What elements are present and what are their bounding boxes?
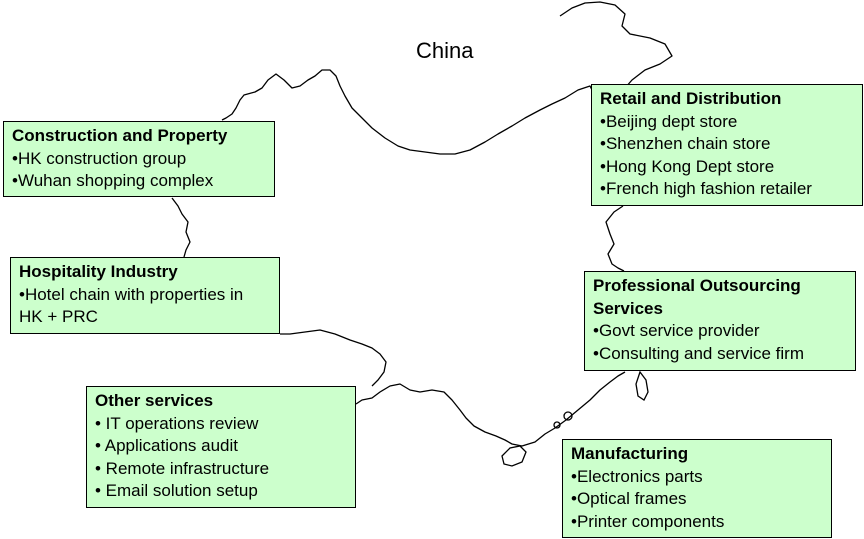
taiwan-island: [635, 370, 649, 401]
list-item: •Consulting and service firm: [593, 343, 804, 363]
construction-property-box: Construction and Property •HK constructi…: [3, 121, 275, 197]
list-item: •Shenzhen chain store: [600, 134, 771, 153]
hospitality-industry-box: Hospitality Industry •Hotel chain with p…: [10, 257, 280, 334]
manufacturing-box: Manufacturing •Electronics parts •Optica…: [562, 439, 832, 538]
list-item: • Email solution setup: [95, 481, 258, 500]
list-item: •HK construction group: [12, 148, 187, 168]
china-border-east: [605, 205, 625, 272]
list-item: • IT operations review: [95, 413, 259, 433]
hong-kong-island: [563, 411, 573, 421]
china-border-path: [221, 1, 673, 155]
professional-outsourcing-box: Professional Outsourcing Services •Govt …: [584, 271, 856, 371]
china-border-south: [355, 371, 626, 447]
list-item: •Optical frames: [571, 489, 687, 508]
box-title: Retail and Distribution: [600, 89, 782, 108]
list-item: •Hotel chain with properties in HK + PRC: [19, 284, 244, 327]
china-border-west: [171, 197, 191, 258]
list-item: •Electronics parts: [571, 466, 703, 486]
map-title: China: [416, 38, 474, 63]
box-title: Construction and Property: [12, 126, 228, 145]
list-item: • Remote infrastructure: [95, 458, 270, 478]
box-title: Manufacturing: [571, 444, 689, 463]
box-title: Other services: [95, 391, 214, 410]
china-border-southwest: [280, 329, 387, 387]
other-services-box: Other services • IT operations review • …: [86, 386, 356, 508]
box-title: Hospitality Industry: [19, 262, 178, 281]
retail-distribution-box: Retail and Distribution •Beijing dept st…: [591, 84, 863, 206]
list-item: •Printer components: [571, 511, 725, 531]
list-item: •Govt service provider: [593, 321, 760, 340]
list-item: •Wuhan shopping complex: [12, 171, 214, 190]
list-item: •French high fashion retailer: [600, 179, 812, 198]
macau-island: [553, 421, 561, 429]
box-title: Professional Outsourcing Services: [593, 276, 801, 318]
list-item: •Hong Kong Dept store: [600, 156, 775, 176]
list-item: •Beijing dept store: [600, 111, 738, 131]
list-item: • Applications audit: [95, 436, 238, 455]
hainan-island: [501, 445, 527, 467]
